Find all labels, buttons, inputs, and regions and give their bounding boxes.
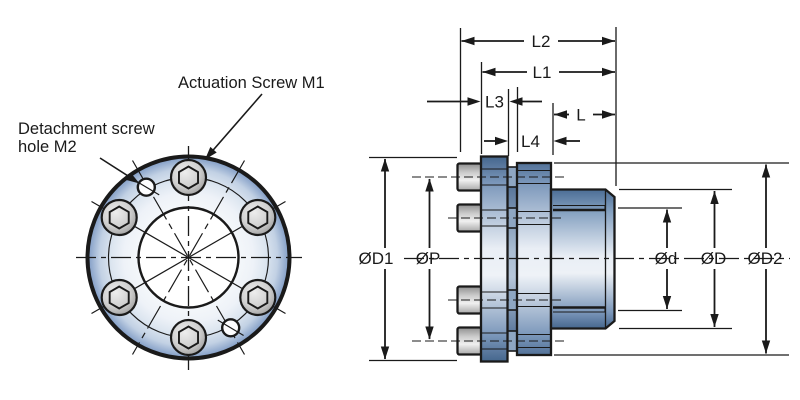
dim-p: ØP: [416, 178, 441, 340]
dim-d1: ØD1: [359, 156, 457, 362]
detachment-label-line2: hole M2: [18, 138, 77, 156]
actuation-screw-bottom: [169, 318, 208, 357]
leader-actuation-screw: Actuation Screw M1: [178, 74, 325, 163]
dim-l2: L2: [461, 32, 615, 51]
screw-hole-lines: [482, 168, 550, 350]
side-view: [404, 155, 790, 363]
leader-detachment-hole: Detachment screw hole M2: [18, 120, 155, 188]
actuation-screw-upper-right: [239, 198, 277, 237]
dim-label-d-bore: Ød: [655, 249, 678, 268]
dim-label-l2: L2: [532, 32, 551, 51]
dim-label-d2: ØD2: [748, 249, 783, 268]
dim-d-hub: ØD: [619, 188, 732, 330]
centerline-diag-60: [131, 160, 246, 355]
collet-slit-lower: [553, 306, 606, 313]
dim-d-bore: Ød: [618, 207, 682, 312]
length-dimensions: L2 L1 L3 L L4: [427, 27, 617, 186]
actuation-screw-label: Actuation Screw M1: [178, 74, 325, 92]
front-view: Actuation Screw M1 Detachment screw hole…: [18, 74, 325, 370]
dim-l1: L1: [482, 63, 615, 82]
collet-slit-upper: [553, 204, 606, 212]
actuation-screw-lower-right: [239, 278, 277, 317]
dim-label-l1: L1: [533, 63, 552, 82]
dim-label-l4: L4: [521, 132, 540, 151]
dim-label-d-hub: ØD: [701, 249, 727, 268]
dim-l4: L4: [484, 132, 580, 151]
actuation-screw-lower-left: [100, 278, 138, 317]
dim-l: L: [554, 106, 615, 125]
dim-label-l: L: [576, 106, 585, 125]
actuation-screw-top: [169, 158, 208, 197]
diameter-dimensions: ØD1 ØP Ød ØD ØD2: [359, 156, 789, 362]
detachment-hole-lower: [217, 318, 244, 338]
detachment-hole-upper: [133, 177, 160, 197]
dim-label-d1: ØD1: [359, 249, 394, 268]
dim-l3: L3: [427, 93, 542, 112]
detachment-label-line1: Detachment screw: [18, 120, 155, 138]
dim-d2: ØD2: [554, 162, 789, 356]
dim-label-l3: L3: [485, 93, 504, 112]
dim-label-p: ØP: [416, 249, 441, 268]
actuation-screw-upper-left: [100, 198, 138, 237]
